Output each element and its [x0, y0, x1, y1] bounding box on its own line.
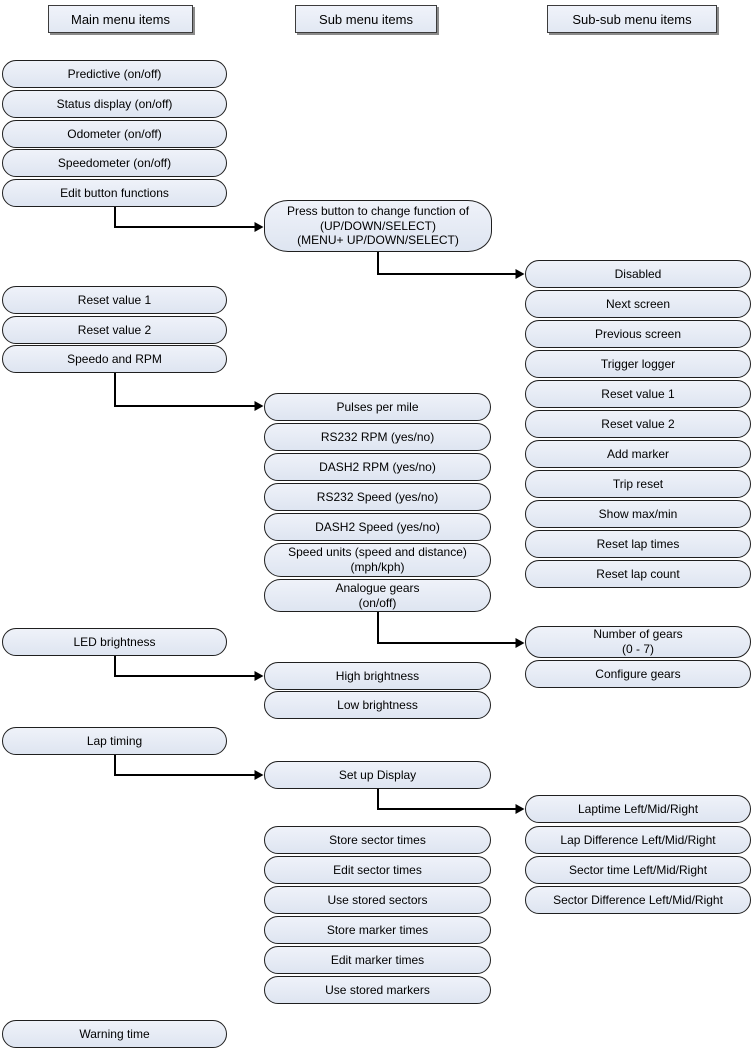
node-reset-lap-times: Reset lap times [525, 530, 751, 558]
node-number-of-gears: Number of gears (0 - 7) [525, 626, 751, 658]
node-edit-sector-times: Edit sector times [264, 856, 491, 884]
node-sector-difference-position: Sector Difference Left/Mid/Right [525, 886, 751, 914]
node-trip-reset: Trip reset [525, 470, 751, 498]
node-reset-value-1: Reset value 1 [2, 286, 227, 314]
node-edit-marker-times: Edit marker times [264, 946, 491, 974]
node-edit-button-functions: Edit button functions [2, 179, 227, 207]
node-led-brightness: LED brightness [2, 628, 227, 656]
node-press-button-function: Press button to change function of (UP/D… [264, 200, 492, 252]
node-dash2-speed: DASH2 Speed (yes/no) [264, 513, 491, 541]
node-add-marker: Add marker [525, 440, 751, 468]
node-warning-time: Warning time [2, 1020, 227, 1048]
node-set-up-display: Set up Display [264, 761, 491, 789]
node-sector-time-position: Sector time Left/Mid/Right [525, 856, 751, 884]
node-lap-timing: Lap timing [2, 727, 227, 755]
header-sub-sub-menu-items: Sub-sub menu items [547, 5, 717, 33]
node-show-max-min: Show max/min [525, 500, 751, 528]
node-previous-screen: Previous screen [525, 320, 751, 348]
edge-lap-timing-to-set-up-display [114, 755, 264, 780]
node-reset-value-2: Reset value 2 [2, 316, 227, 344]
node-low-brightness: Low brightness [264, 691, 491, 719]
node-speedometer: Speedometer (on/off) [2, 149, 227, 177]
edge-led-brightness-to-high-brightness [114, 656, 264, 681]
node-reset-lap-count: Reset lap count [525, 560, 751, 588]
node-lap-difference-position: Lap Difference Left/Mid/Right [525, 826, 751, 854]
node-high-brightness: High brightness [264, 662, 491, 690]
edge-set-up-display-to-laptime [377, 789, 525, 814]
node-dash2-rpm: DASH2 RPM (yes/no) [264, 453, 491, 481]
node-use-stored-sectors: Use stored sectors [264, 886, 491, 914]
header-main-menu-items: Main menu items [48, 5, 193, 33]
node-status-display: Status display (on/off) [2, 90, 227, 118]
node-disabled: Disabled [525, 260, 751, 288]
header-sub-menu-items: Sub menu items [295, 5, 437, 33]
node-reset-value-1-action: Reset value 1 [525, 380, 751, 408]
edge-analogue-gears-to-number-of-gears [377, 612, 525, 648]
node-speedo-and-rpm: Speedo and RPM [2, 345, 227, 373]
node-trigger-logger: Trigger logger [525, 350, 751, 378]
node-analogue-gears: Analogue gears (on/off) [264, 579, 491, 612]
node-odometer: Odometer (on/off) [2, 120, 227, 148]
node-configure-gears: Configure gears [525, 660, 751, 688]
node-predictive: Predictive (on/off) [2, 60, 227, 88]
node-laptime-position: Laptime Left/Mid/Right [525, 795, 751, 823]
node-rs232-speed: RS232 Speed (yes/no) [264, 483, 491, 511]
edge-speedo-rpm-to-pulses [114, 373, 264, 411]
node-speed-units: Speed units (speed and distance) (mph/kp… [264, 543, 491, 577]
node-use-stored-markers: Use stored markers [264, 976, 491, 1004]
node-next-screen: Next screen [525, 290, 751, 318]
node-rs232-rpm: RS232 RPM (yes/no) [264, 423, 491, 451]
edge-press-button-to-disabled [377, 252, 525, 279]
node-store-marker-times: Store marker times [264, 916, 491, 944]
edge-edit-buttons-to-press-button [114, 207, 264, 232]
node-reset-value-2-action: Reset value 2 [525, 410, 751, 438]
node-store-sector-times: Store sector times [264, 826, 491, 854]
node-pulses-per-mile: Pulses per mile [264, 393, 491, 421]
